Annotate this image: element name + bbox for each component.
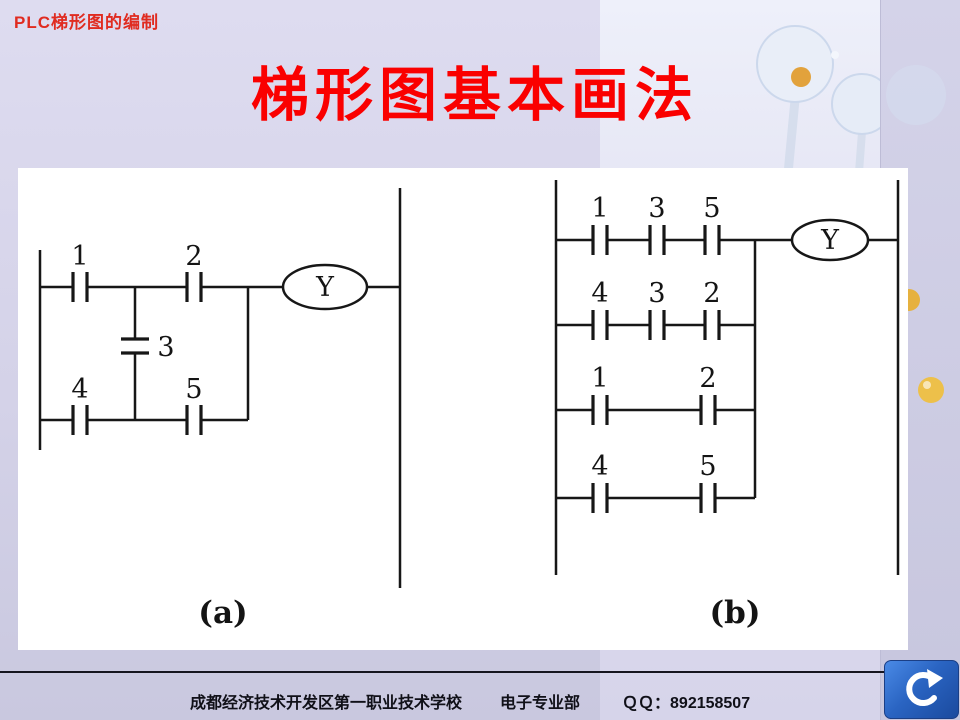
contact-b-r3-2	[699, 395, 717, 425]
coil-b: Y	[790, 218, 870, 262]
contact-label: 5	[703, 193, 720, 224]
contact-b-r2-4	[591, 310, 609, 340]
diagram-b-caption: (b)	[709, 595, 760, 631]
contact-b-r1-3	[648, 225, 666, 255]
contact-b-r3-1	[591, 395, 609, 425]
diagram-a: Y 1 2 3 4 5 (a)	[38, 188, 402, 631]
contact-a2	[185, 272, 203, 302]
contact-label: 3	[648, 193, 665, 224]
footer-school: 成都经济技术开发区第一职业技术学校	[190, 695, 463, 712]
contact-a1	[71, 272, 89, 302]
contact-label: 2	[185, 241, 202, 272]
slide-header: PLC梯形图的编制	[14, 13, 159, 32]
contact-label: 3	[648, 278, 665, 309]
contact-a3	[121, 337, 149, 355]
diagram-panel: Y 1 2 3 4 5 (a)	[18, 168, 908, 650]
contact-label: 4	[591, 278, 608, 309]
contact-b-r4-5	[699, 483, 717, 513]
contact-label: 1	[71, 241, 88, 272]
footer-department: 电子专业部	[500, 695, 581, 712]
qq-number: 892158507	[670, 695, 751, 712]
undo-button[interactable]	[884, 660, 959, 719]
page-title: 梯形图基本画法	[250, 61, 699, 129]
footer-divider	[0, 671, 906, 673]
contact-label: 1	[591, 193, 608, 224]
contact-label: 2	[699, 363, 716, 394]
contact-label: 2	[703, 278, 720, 309]
diagram-a-caption: (a)	[198, 595, 247, 631]
diagram-b: Y 1 3 5 4 3 2 1 2 4 5 (b)	[554, 180, 900, 631]
contact-label: 3	[157, 332, 174, 363]
contact-label: 4	[591, 451, 608, 482]
contact-b-r1-5	[703, 225, 721, 255]
ladder-diagrams-svg: Y 1 2 3 4 5 (a)	[38, 180, 900, 631]
contact-a5	[185, 405, 203, 435]
qq-label: ＱＱ：	[622, 695, 671, 712]
undo-icon	[906, 669, 943, 707]
contact-label: 5	[699, 451, 716, 482]
footer-qq: ＱＱ：892158507	[622, 689, 750, 713]
contact-a4	[71, 405, 89, 435]
contact-b-r2-3	[648, 310, 666, 340]
coil-a: Y	[281, 263, 369, 311]
contact-b-r1-1	[591, 225, 609, 255]
contact-label: 4	[71, 374, 88, 405]
contact-b-r2-2	[703, 310, 721, 340]
contact-label: 5	[185, 374, 202, 405]
contact-b-r4-4	[591, 483, 609, 513]
coil-b-label: Y	[820, 225, 840, 256]
coil-a-label: Y	[315, 272, 335, 303]
contact-label: 1	[591, 363, 608, 394]
